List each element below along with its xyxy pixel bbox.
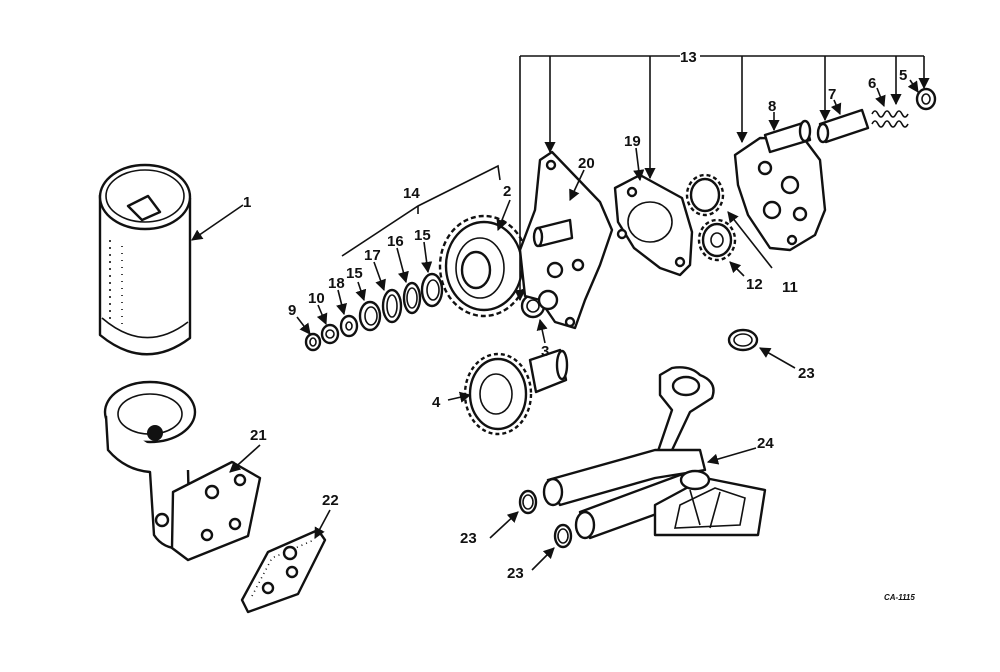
- part-2-large-gear: [438, 214, 530, 318]
- callout-7: 7: [828, 86, 836, 103]
- callout-23c: 23: [507, 565, 524, 582]
- callout-labels: 1 2 3 4 5 6 7 8 9 10 11 12 13 14 15 15 1…: [243, 49, 915, 602]
- callout-8: 8: [768, 98, 776, 115]
- washer-stack: [304, 272, 444, 352]
- part-23-o-rings: [518, 328, 759, 549]
- callout-17: 17: [364, 247, 381, 264]
- callout-21: 21: [250, 427, 267, 444]
- figure-code: CA-1115: [884, 593, 915, 602]
- leader-lines: [191, 55, 930, 571]
- callout-13: 13: [680, 49, 697, 66]
- part-20-pump-cover: [518, 150, 614, 330]
- callout-10: 10: [308, 290, 325, 307]
- callout-20: 20: [578, 155, 595, 172]
- part-12-gear: [697, 218, 737, 262]
- part-4-drive-gear: [463, 348, 569, 436]
- callout-23b: 23: [460, 530, 477, 547]
- callout-16: 16: [387, 233, 404, 250]
- part-6-spring: [871, 110, 909, 128]
- part-22-gasket: [240, 528, 327, 614]
- callout-19: 19: [624, 133, 641, 150]
- callout-23a: 23: [798, 365, 815, 382]
- part-19-pump-body: [613, 173, 694, 277]
- part-8-end-cover: [733, 119, 827, 252]
- part-5-plug: [915, 87, 937, 111]
- callout-1: 1: [243, 194, 251, 211]
- callout-12: 12: [746, 276, 763, 293]
- callout-2: 2: [503, 183, 511, 200]
- callout-5: 5: [899, 67, 907, 84]
- callout-15a: 15: [346, 265, 363, 282]
- callout-24: 24: [757, 435, 774, 452]
- part-7-plunger: [816, 108, 870, 144]
- callout-3: 3: [541, 343, 549, 360]
- callout-6: 6: [868, 75, 876, 92]
- callout-15b: 15: [414, 227, 431, 244]
- callout-14: 14: [403, 185, 420, 202]
- part-11-gear: [685, 173, 725, 217]
- callout-11: 11: [782, 279, 798, 296]
- part-24-pickup-tube: [542, 366, 767, 540]
- part-1-oil-filter: [98, 163, 192, 356]
- callout-9: 9: [288, 302, 296, 319]
- part-21-filter-base: [103, 380, 262, 562]
- callout-4: 4: [432, 394, 441, 411]
- callout-18: 18: [328, 275, 345, 292]
- callout-22: 22: [322, 492, 339, 509]
